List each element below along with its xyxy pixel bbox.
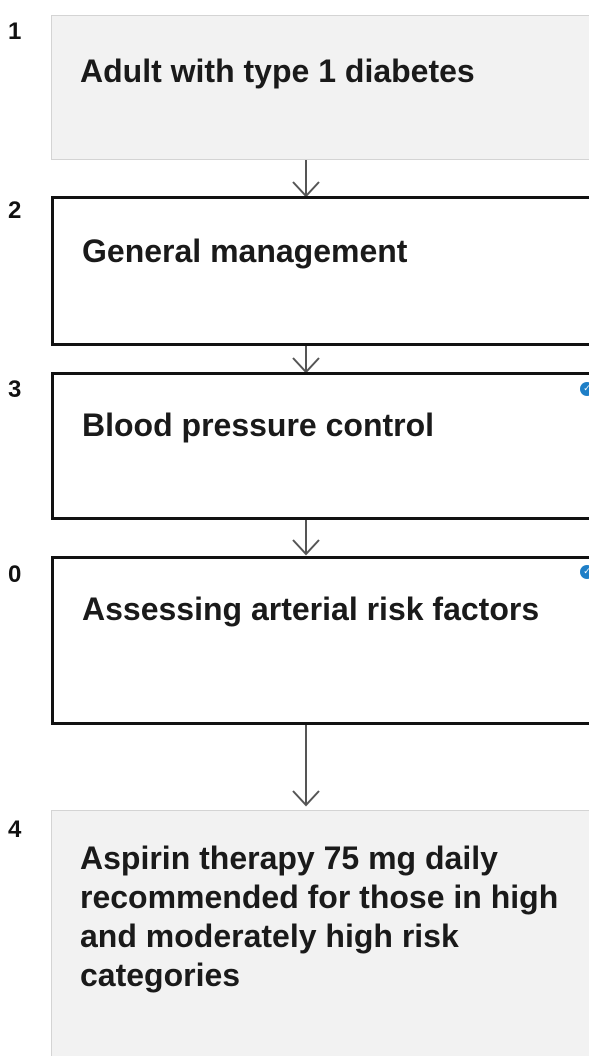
step-2-number: 2	[8, 197, 22, 224]
step-4-number: 4	[8, 816, 22, 843]
arrow-down-icon	[292, 520, 320, 556]
step-1-label: Adult with type 1 diabetes	[80, 53, 475, 89]
arrow-down-icon	[292, 725, 320, 807]
step-3-label: Blood pressure control	[82, 407, 435, 443]
step-3-number: 3	[8, 376, 22, 403]
step-4-label: Aspirin therapy 75 mg daily recommended …	[80, 840, 559, 993]
step-0-box[interactable]: Assessing arterial risk factors	[51, 556, 589, 725]
arrow-down-icon	[292, 346, 320, 374]
step-3-box[interactable]: Blood pressure control	[51, 372, 589, 520]
step-0-number: 0	[8, 561, 22, 588]
step-1-number: 1	[8, 18, 22, 45]
step-2-label: General management	[82, 233, 408, 269]
info-badge-icon[interactable]: ✓	[580, 382, 589, 396]
step-0-label: Assessing arterial risk factors	[82, 591, 540, 627]
info-badge-icon[interactable]: ✓	[580, 565, 589, 579]
step-2-box[interactable]: General management	[51, 196, 589, 346]
arrow-down-icon	[292, 160, 320, 198]
step-4-box[interactable]: Aspirin therapy 75 mg daily recommended …	[51, 810, 589, 1056]
step-1-box[interactable]: Adult with type 1 diabetes	[51, 15, 589, 160]
